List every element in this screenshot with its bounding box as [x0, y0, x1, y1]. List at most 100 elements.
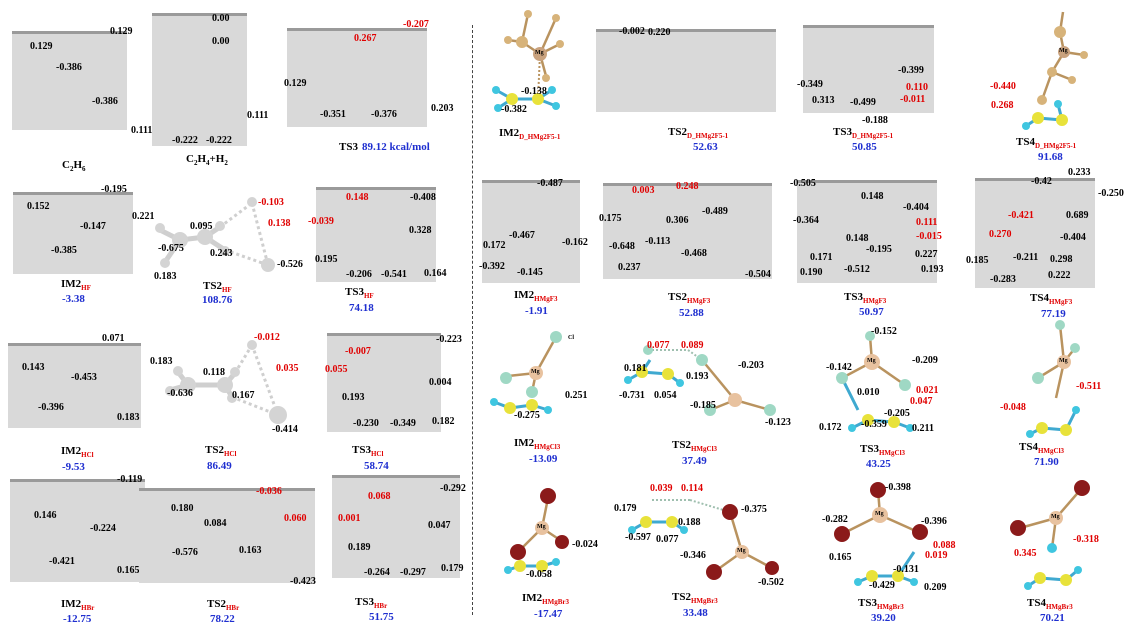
ts3-d-hmg2f5-image — [803, 25, 934, 113]
charge-label: -0.440 — [990, 81, 1016, 92]
charge-label: -0.250 — [1098, 188, 1124, 199]
energy-label: 51.75 — [369, 611, 394, 623]
charge-label: -0.036 — [256, 486, 282, 497]
atom-label: Mg — [1051, 514, 1060, 520]
charge-label: -0.206 — [346, 269, 372, 280]
charge-label: 0.193 — [342, 392, 365, 403]
charge-label: 0.222 — [1048, 270, 1071, 281]
charge-label: -0.597 — [625, 532, 651, 543]
atom-label: Mg — [875, 511, 884, 517]
charge-label: 0.179 — [614, 503, 637, 514]
charge-label: 0.00 — [212, 36, 230, 47]
charge-label: 0.146 — [34, 510, 57, 521]
charge-label: -0.223 — [436, 334, 462, 345]
charge-label: -0.364 — [793, 215, 819, 226]
charge-label: -0.292 — [440, 483, 466, 494]
structure-label: C2H4+H2 — [186, 153, 228, 168]
charge-label: -0.007 — [345, 346, 371, 357]
ts3-hcl-image — [327, 333, 441, 432]
charge-label: -0.195 — [866, 244, 892, 255]
energy-label: -9.53 — [62, 461, 85, 473]
charge-label: 0.270 — [989, 229, 1012, 240]
charge-label: -0.211 — [1013, 252, 1039, 263]
charge-label: 0.172 — [819, 422, 842, 433]
energy-label: 50.85 — [852, 141, 877, 153]
charge-label: -0.002 — [619, 26, 645, 37]
structure-label: TS4D_HMg2F5-1 — [1016, 136, 1077, 151]
charge-label: 0.164 — [424, 268, 447, 279]
charge-label: -0.138 — [521, 86, 547, 97]
charge-label: -0.414 — [272, 424, 298, 435]
charge-label: 0.111 — [131, 125, 153, 136]
charge-label: 0.088 — [933, 540, 956, 551]
energy-label: 52.88 — [679, 307, 704, 319]
charge-label: -0.039 — [308, 216, 334, 227]
charge-label: -0.382 — [501, 104, 527, 115]
charge-label: 0.047 — [910, 396, 933, 407]
energy-label: -13.09 — [529, 453, 558, 465]
charge-label: 0.313 — [812, 95, 835, 106]
charge-label: -0.42 — [1031, 176, 1052, 187]
charge-label: 0.152 — [27, 201, 50, 212]
structure-label: TS2HMgF3 — [668, 291, 711, 306]
charge-label: -0.024 — [572, 539, 598, 550]
energy-label: -1.91 — [525, 305, 548, 317]
ts3-image — [287, 28, 427, 127]
charge-label: -0.392 — [479, 261, 505, 272]
charge-label: 0.220 — [648, 27, 671, 38]
charge-label: -0.205 — [884, 408, 910, 419]
ts2-d-hmg2f5-image — [596, 29, 776, 112]
charge-label: -0.404 — [903, 202, 929, 213]
charge-label: 0.054 — [654, 390, 677, 401]
structure-label: IM2HMgBr3 — [522, 592, 569, 607]
charge-label: 0.189 — [348, 542, 371, 553]
charge-label: -0.421 — [1008, 210, 1034, 221]
structure-label: TS3HMgBr3 — [858, 597, 904, 612]
charge-label: 0.233 — [1068, 167, 1091, 178]
charge-label: 0.055 — [325, 364, 348, 375]
charge-label: -0.489 — [702, 206, 728, 217]
charge-label: -0.386 — [92, 96, 118, 107]
charge-label: 0.148 — [846, 233, 869, 244]
charge-label: 0.077 — [656, 534, 679, 545]
charge-label: 0.183 — [117, 412, 140, 423]
charge-label: -0.512 — [844, 264, 870, 275]
charge-label: 0.171 — [810, 252, 833, 263]
charge-label: 0.111 — [916, 217, 938, 228]
charge-label: 0.251 — [565, 390, 588, 401]
structure-label: IM2HF — [61, 278, 91, 293]
energy-label: 58.74 — [364, 460, 389, 472]
structure-label: TS2HCl — [205, 444, 237, 459]
charge-label: -0.207 — [403, 19, 429, 30]
charge-label: 0.039 — [650, 483, 673, 494]
structure-label: IM2HMgF3 — [514, 289, 558, 304]
charge-label: -0.404 — [1060, 232, 1086, 243]
structure-label: IM2HBr — [61, 598, 95, 613]
energy-label: 70.21 — [1040, 612, 1065, 624]
energy-label: 77.19 — [1041, 308, 1066, 320]
charge-label: -0.058 — [526, 569, 552, 580]
charge-label: -0.576 — [172, 547, 198, 558]
charge-label: 0.165 — [117, 565, 140, 576]
charge-label: 0.077 — [647, 340, 670, 351]
charge-label: 0.047 — [428, 520, 451, 531]
charge-label: -0.408 — [410, 192, 436, 203]
charge-label: -0.396 — [38, 402, 64, 413]
charge-label: -0.275 — [514, 410, 540, 421]
charge-label: 0.267 — [354, 33, 377, 44]
charge-label: -0.526 — [277, 259, 303, 270]
charge-label: -0.145 — [517, 267, 543, 278]
charge-label: -0.011 — [900, 94, 926, 105]
atom-label: Mg — [1059, 48, 1068, 54]
charge-label: 0.268 — [991, 100, 1014, 111]
charge-label: -0.152 — [871, 326, 897, 337]
charge-label: -0.541 — [381, 269, 407, 280]
structure-label: TS4HMgF3 — [1030, 292, 1073, 307]
charge-label: 0.167 — [232, 390, 255, 401]
structure-label: C2H6 — [62, 159, 86, 174]
charge-label: 0.071 — [102, 333, 125, 344]
charge-label: -0.731 — [619, 390, 645, 401]
charge-label: -0.359 — [861, 419, 887, 430]
charge-label: -0.230 — [353, 418, 379, 429]
